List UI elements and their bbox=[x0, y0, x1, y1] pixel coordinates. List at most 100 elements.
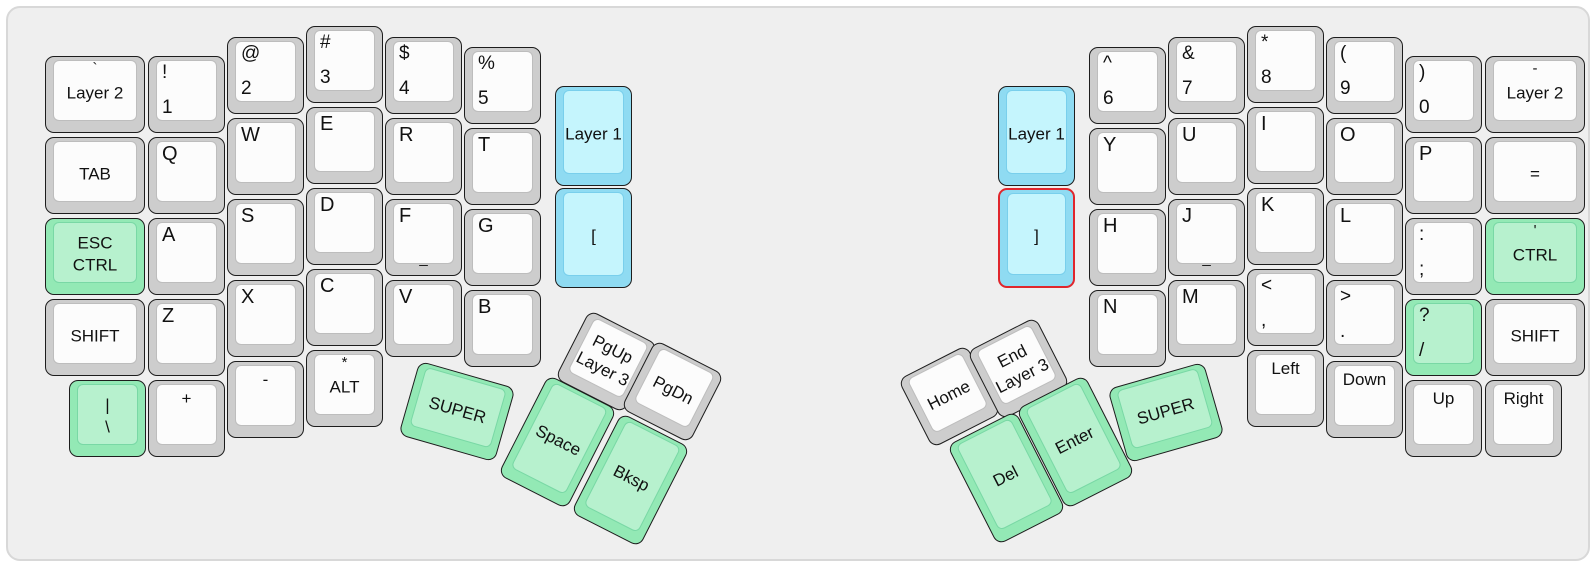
key-1[interactable]: !1 bbox=[148, 56, 225, 133]
key-0[interactable]: )0 bbox=[1405, 56, 1482, 133]
key-m[interactable]: M bbox=[1168, 280, 1245, 357]
key-arrow-left[interactable]: Left bbox=[1247, 350, 1324, 427]
key-legend-group: TAB bbox=[46, 163, 144, 185]
key-comma[interactable]: <, bbox=[1247, 269, 1324, 346]
key-legend: * bbox=[1261, 32, 1269, 53]
key-x[interactable]: X bbox=[227, 280, 304, 357]
key-legend: 0 bbox=[1419, 97, 1430, 118]
key-4[interactable]: $4 bbox=[385, 37, 462, 114]
key-8[interactable]: *8 bbox=[1247, 26, 1324, 103]
keycap-face bbox=[314, 273, 375, 334]
key-legend: - bbox=[262, 370, 269, 389]
key-h[interactable]: H bbox=[1089, 209, 1166, 286]
key-legend-group: [ bbox=[556, 226, 631, 248]
keycap-face bbox=[1413, 384, 1474, 445]
key-legend: @ bbox=[241, 43, 261, 64]
key-a[interactable]: A bbox=[148, 218, 225, 295]
key-c[interactable]: C bbox=[306, 269, 383, 346]
key-legend: R bbox=[399, 124, 414, 146]
key-pipe-backslash[interactable]: |\ bbox=[69, 380, 146, 457]
key-legend: Z bbox=[162, 305, 175, 327]
key-arrow-right[interactable]: Right bbox=[1485, 380, 1562, 457]
key-arrow-up[interactable]: Up bbox=[1405, 380, 1482, 457]
key-legend: TAB bbox=[79, 164, 111, 184]
key-legend: Layer 3 bbox=[573, 347, 633, 391]
key-rbracket[interactable]: ] bbox=[998, 188, 1075, 288]
key-5[interactable]: %5 bbox=[464, 47, 541, 124]
key-period[interactable]: >. bbox=[1326, 280, 1403, 357]
key-e[interactable]: E bbox=[306, 107, 383, 184]
keycap-face bbox=[1255, 111, 1316, 172]
keycap-face bbox=[1255, 192, 1316, 253]
key-v[interactable]: V bbox=[385, 280, 462, 357]
key-semicolon[interactable]: :; bbox=[1405, 218, 1482, 295]
key-y[interactable]: Y bbox=[1089, 128, 1166, 205]
key-j[interactable]: J_ bbox=[1168, 199, 1245, 276]
key-quote-ctrl[interactable]: 'CTRL bbox=[1485, 218, 1585, 295]
key-legend: W bbox=[241, 124, 260, 146]
key-n[interactable]: N bbox=[1089, 290, 1166, 367]
key-question-slash[interactable]: ?/ bbox=[1405, 299, 1482, 376]
key-shift-left[interactable]: SHIFT bbox=[45, 299, 145, 376]
key-layer2-left[interactable]: `Layer 2 bbox=[45, 56, 145, 133]
key-legend: CTRL bbox=[72, 255, 118, 275]
key-legend: : bbox=[1419, 224, 1425, 245]
key-l[interactable]: L bbox=[1326, 199, 1403, 276]
key-d[interactable]: D bbox=[306, 188, 383, 265]
keycap-face bbox=[1255, 273, 1316, 334]
key-super-left[interactable]: SUPER bbox=[398, 360, 516, 463]
keycap-face bbox=[393, 284, 454, 345]
key-layer1-right[interactable]: Layer 1 bbox=[998, 86, 1075, 186]
key-9[interactable]: (9 bbox=[1326, 37, 1403, 114]
key-star-alt[interactable]: *ALT bbox=[306, 350, 383, 427]
key-q[interactable]: Q bbox=[148, 137, 225, 214]
key-i[interactable]: I bbox=[1247, 107, 1324, 184]
key-tab[interactable]: TAB bbox=[45, 137, 145, 214]
key-arrow-down[interactable]: Down bbox=[1326, 361, 1403, 438]
key-layer1-left[interactable]: Layer 1 bbox=[555, 86, 632, 186]
keycap-face bbox=[1334, 203, 1395, 264]
key-p[interactable]: P bbox=[1405, 137, 1482, 214]
key-2[interactable]: @2 bbox=[227, 37, 304, 114]
key-6[interactable]: ^6 bbox=[1089, 47, 1166, 124]
key-lbracket[interactable]: [ bbox=[555, 188, 632, 288]
keycap-face bbox=[235, 203, 296, 264]
key-legend-group: PgDn bbox=[635, 363, 712, 417]
key-legend: PgUp bbox=[589, 330, 637, 367]
keycap-face bbox=[156, 222, 217, 283]
key-legend: V bbox=[399, 286, 413, 308]
key-legend: CTRL bbox=[1512, 245, 1558, 265]
keycap-face bbox=[1413, 222, 1474, 283]
key-legend: $ bbox=[399, 43, 410, 64]
key-o[interactable]: O bbox=[1326, 118, 1403, 195]
key-k[interactable]: K bbox=[1247, 188, 1324, 265]
key-legend: L bbox=[1340, 205, 1352, 227]
keycap-face bbox=[53, 303, 137, 364]
key-3[interactable]: #3 bbox=[306, 26, 383, 103]
key-u[interactable]: U bbox=[1168, 118, 1245, 195]
key-shift-right[interactable]: SHIFT bbox=[1485, 299, 1585, 376]
key-r[interactable]: R bbox=[385, 118, 462, 195]
key-legend: Up bbox=[1432, 389, 1455, 408]
key-legend: K bbox=[1261, 194, 1275, 216]
key-legend: [ bbox=[591, 226, 596, 246]
key-legend: B bbox=[478, 296, 492, 318]
keycap-face bbox=[1493, 303, 1577, 364]
key-layer2-right[interactable]: -Layer 2 bbox=[1485, 56, 1585, 133]
key-minus-left[interactable]: - bbox=[227, 361, 304, 438]
key-legend: X bbox=[241, 286, 255, 308]
key-w[interactable]: W bbox=[227, 118, 304, 195]
key-z[interactable]: Z bbox=[148, 299, 225, 376]
key-t[interactable]: T bbox=[464, 128, 541, 205]
key-plus[interactable]: + bbox=[148, 380, 225, 457]
key-s[interactable]: S bbox=[227, 199, 304, 276]
key-f[interactable]: F_ bbox=[385, 199, 462, 276]
key-b[interactable]: B bbox=[464, 290, 541, 367]
key-g[interactable]: G bbox=[464, 209, 541, 286]
keycap-face bbox=[235, 122, 296, 183]
key-super-right[interactable]: SUPER bbox=[1107, 361, 1225, 464]
key-equals[interactable]: = bbox=[1485, 137, 1585, 214]
key-7[interactable]: &7 bbox=[1168, 37, 1245, 114]
keycap-face bbox=[1334, 284, 1395, 345]
